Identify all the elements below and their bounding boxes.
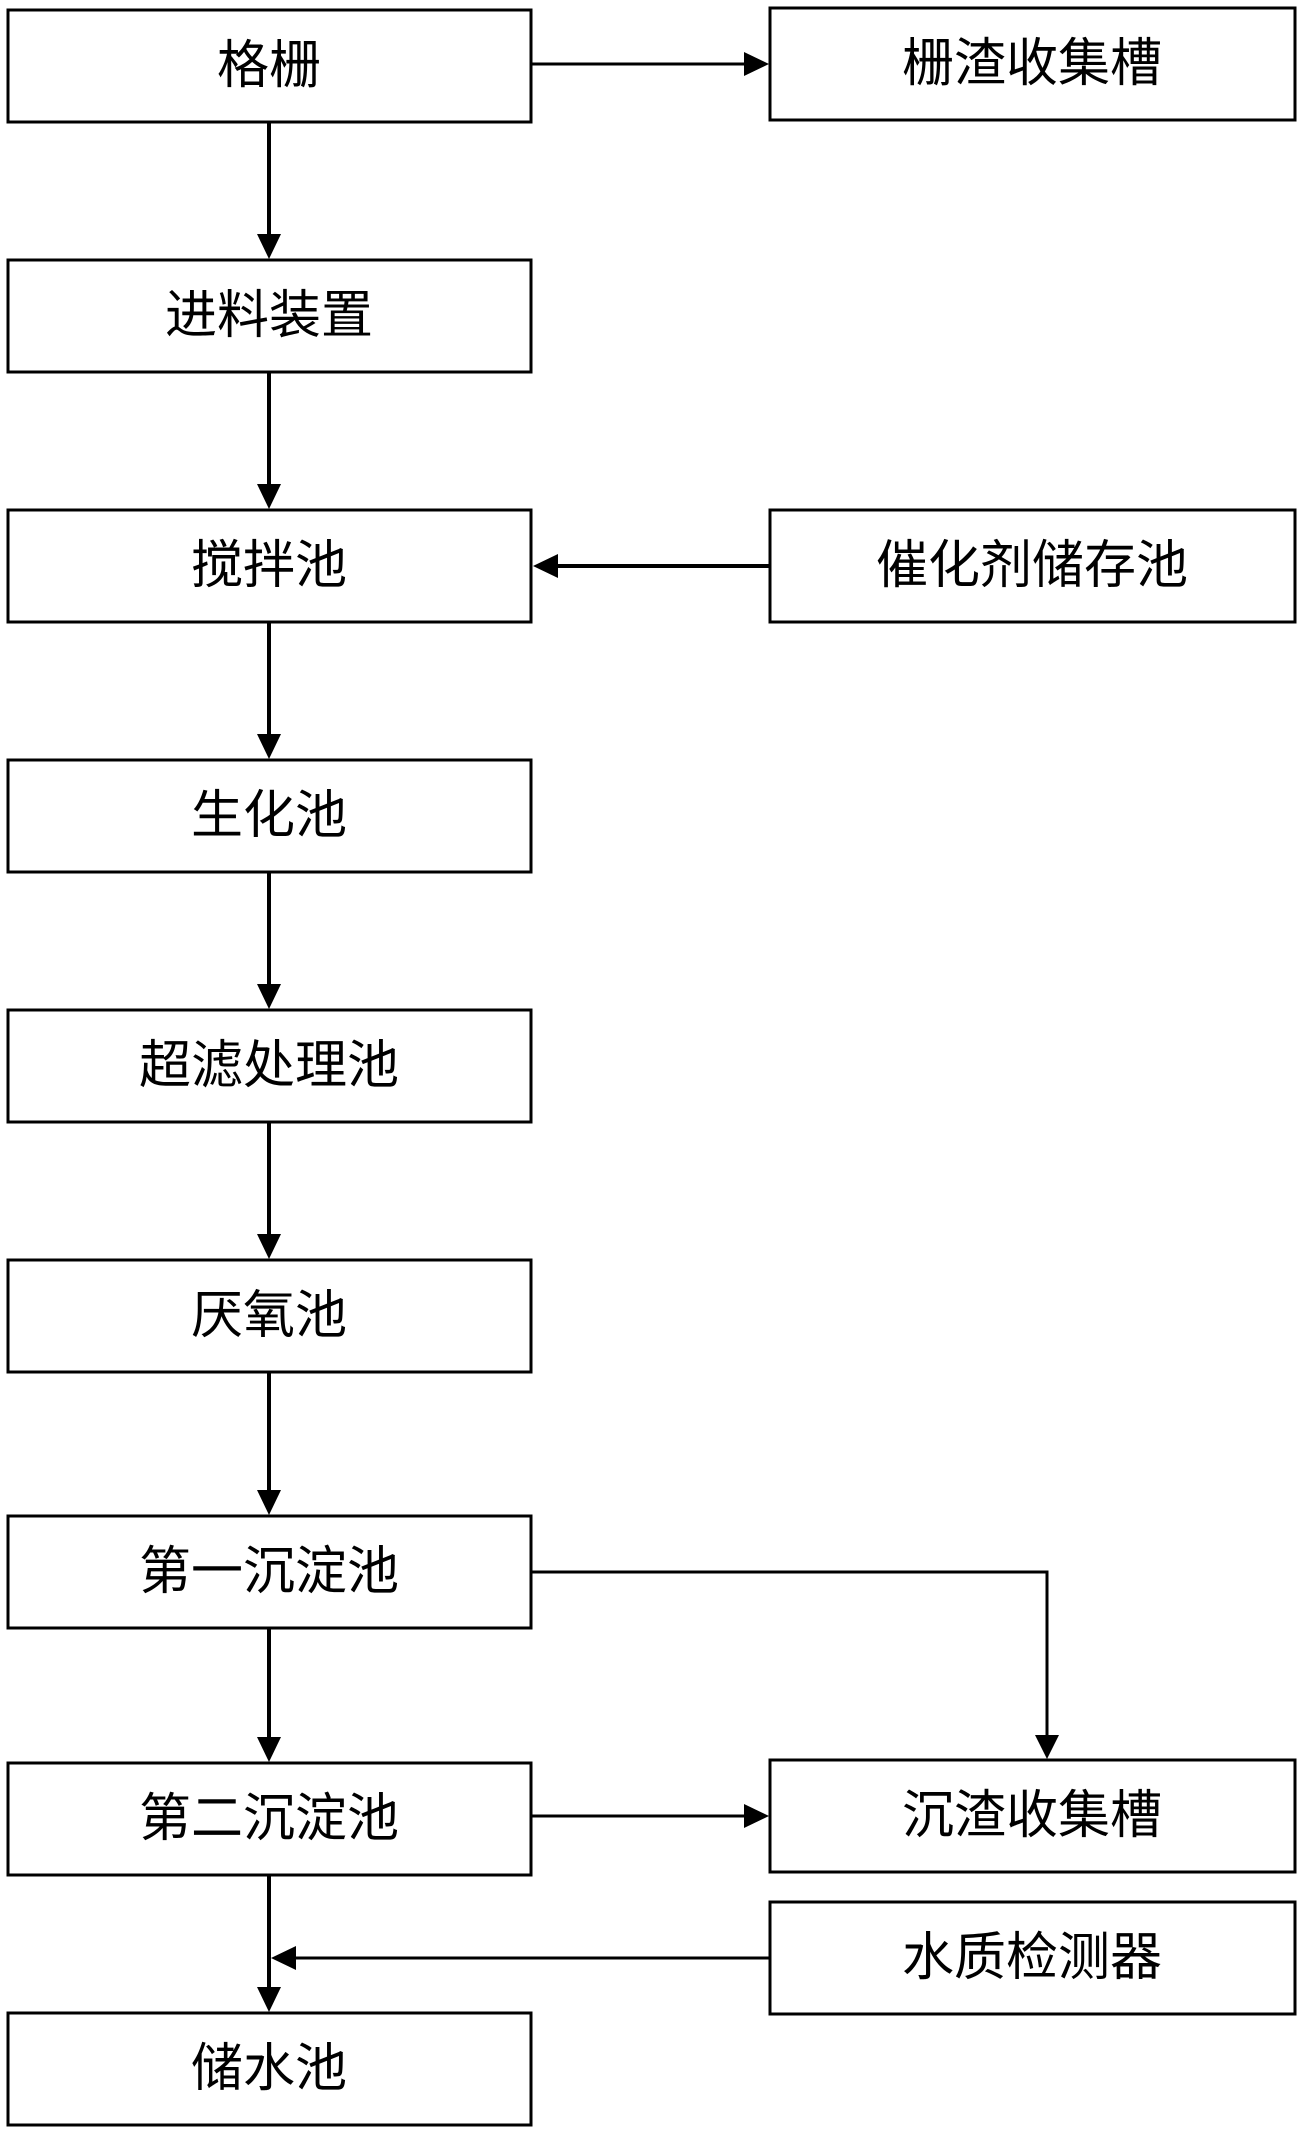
arrow-catalyst-to-mixing bbox=[533, 554, 769, 578]
node-grille: 格栅 bbox=[6, 8, 533, 124]
arrow-second-sedimentation-to-storage bbox=[257, 1876, 281, 2012]
node-storage-pool: 储水池 bbox=[6, 2011, 533, 2127]
arrow-grille-to-screenings-tank bbox=[532, 52, 769, 76]
node-first-sedimentation-label: 第一沉淀池 bbox=[139, 1542, 399, 1602]
node-catalyst-storage-label: 催化剂储存池 bbox=[876, 536, 1188, 596]
node-biochem-pool: 生化池 bbox=[6, 758, 533, 874]
node-anaerobic-pool-label: 厌氧池 bbox=[191, 1286, 347, 1346]
node-biochem-pool-label: 生化池 bbox=[191, 786, 347, 846]
node-feeder: 进料装置 bbox=[6, 258, 533, 374]
node-mixing-pool-label: 搅拌池 bbox=[191, 536, 347, 596]
node-sludge-tank: 沉渣收集槽 bbox=[768, 1758, 1297, 1874]
arrow-feeder-to-mixing bbox=[257, 373, 281, 509]
node-ultrafiltration-pool-label: 超滤处理池 bbox=[139, 1036, 399, 1096]
node-second-sedimentation: 第二沉淀池 bbox=[6, 1761, 533, 1877]
node-water-quality-detector-label: 水质检测器 bbox=[902, 1928, 1162, 1988]
node-screenings-tank-label: 栅渣收集槽 bbox=[902, 34, 1162, 94]
node-anaerobic-pool: 厌氧池 bbox=[6, 1258, 533, 1374]
node-grille-label: 格栅 bbox=[217, 36, 321, 96]
arrow-grille-to-feeder bbox=[257, 123, 281, 259]
node-mixing-pool: 搅拌池 bbox=[6, 508, 533, 624]
node-first-sedimentation: 第一沉淀池 bbox=[6, 1514, 533, 1630]
node-feeder-label: 进料装置 bbox=[165, 286, 373, 346]
node-second-sedimentation-label: 第二沉淀池 bbox=[139, 1789, 399, 1849]
node-water-quality-detector: 水质检测器 bbox=[768, 1900, 1297, 2016]
arrow-second-sedimentation-to-sludge-tank bbox=[532, 1804, 769, 1828]
node-ultrafiltration-pool: 超滤处理池 bbox=[6, 1008, 533, 1124]
arrow-first-sedimentation-to-sludge-tank bbox=[532, 1570, 1059, 1759]
node-storage-pool-label: 储水池 bbox=[191, 2039, 347, 2099]
node-screenings-tank: 栅渣收集槽 bbox=[768, 6, 1297, 122]
arrow-first-to-second-sedimentation bbox=[257, 1629, 281, 1762]
node-sludge-tank-label: 沉渣收集槽 bbox=[902, 1786, 1162, 1846]
node-catalyst-storage: 催化剂储存池 bbox=[768, 508, 1297, 624]
arrow-detector-to-main-line bbox=[271, 1946, 769, 1970]
arrow-biochem-to-ultrafiltration bbox=[257, 873, 281, 1009]
arrow-anaerobic-to-first-sedimentation bbox=[257, 1373, 281, 1515]
arrow-mixing-to-biochem bbox=[257, 623, 281, 759]
arrow-ultrafiltration-to-anaerobic bbox=[257, 1123, 281, 1259]
